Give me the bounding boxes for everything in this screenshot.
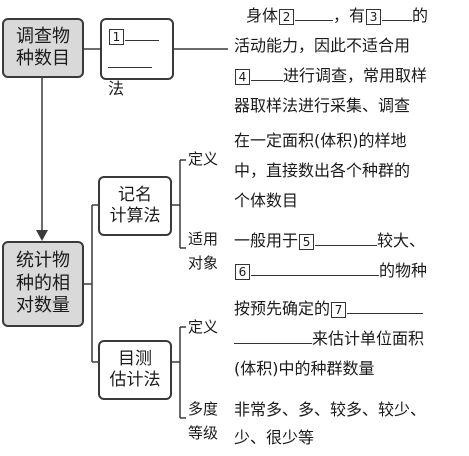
est-def-label: 定义 [188, 318, 219, 336]
stats-box-line1: 统计物 [16, 250, 70, 272]
method-suffix: 法 [108, 79, 125, 98]
est-def-l2: 来估计单位面积 [312, 329, 425, 348]
est-def-line2: 来估计单位面积 [234, 325, 424, 352]
est-def-line3: (体积)中的种群数量 [234, 359, 375, 378]
survey-l1-a: 身体 [246, 6, 279, 25]
est-level-line1: 非常多、多、较多、较少、 [234, 400, 427, 419]
blank-1-line-a [125, 22, 159, 41]
survey-l3-b: 进行调查，常用取样 [283, 66, 428, 85]
survey-text-line2: 活动能力，因此不适合用 [234, 36, 411, 55]
survey-box-line2: 种数目 [16, 48, 70, 69]
count-box-line1: 记名 [118, 184, 152, 205]
survey-text-line3: 4 进行调查，常用取样 [234, 62, 427, 89]
arrow-down-icon [36, 230, 48, 241]
est-level-label2: 等级 [188, 424, 219, 442]
count-use-label2: 对象 [188, 254, 219, 272]
count-use-l2-b: 的物种 [379, 261, 428, 280]
count-method-box: 记名 计算法 [98, 176, 172, 236]
blank-4 [251, 62, 283, 81]
blank-number-4: 4 [235, 68, 250, 85]
survey-l1-b: ，有 [333, 6, 366, 25]
count-def-line2: 中，直接数出各个种群的 [234, 161, 411, 180]
stats-box-line2: 种的相 [16, 272, 70, 294]
count-def-label: 定义 [188, 150, 219, 168]
blank-5 [315, 227, 378, 246]
blank-7-line-a [347, 295, 424, 314]
blank-number-2: 2 [279, 8, 295, 25]
estimate-method-box: 目测 估计法 [98, 340, 172, 400]
method-box: 1 法 [100, 18, 174, 98]
survey-box-line1: 调查物 [16, 25, 70, 47]
est-def-l1-a: 按预先确定的 [234, 299, 331, 318]
blank-7-line-b [234, 325, 312, 344]
survey-species-box: 调查物 种数目 [2, 18, 84, 78]
count-use-line2: 6 的物种 [234, 257, 427, 284]
blank-number-3: 3 [366, 8, 382, 25]
blank-number-1: 1 [109, 28, 124, 45]
stats-box-line3: 对数量 [16, 295, 70, 317]
estimate-box-line2: 估计法 [109, 370, 161, 390]
blank-3 [382, 2, 413, 21]
count-use-l1-a: 一般用于 [234, 231, 299, 250]
blank-number-7: 7 [331, 301, 347, 318]
blank-number-5: 5 [299, 233, 315, 250]
estimate-box-line1: 目测 [118, 348, 152, 369]
count-def-line3: 个体数目 [234, 191, 299, 210]
count-box-line2: 计算法 [109, 206, 161, 226]
blank-number-6: 6 [235, 263, 250, 280]
blank-6 [251, 257, 379, 276]
count-use-label1: 适用 [188, 230, 219, 248]
blank-1-line-b [108, 49, 152, 68]
count-def-line1: 在一定面积(体积)的样地 [234, 131, 407, 150]
est-level-line2: 少、很少等 [234, 428, 315, 447]
blank-2 [295, 2, 334, 21]
stats-species-box: 统计物 种的相 对数量 [2, 241, 84, 327]
survey-text-line4: 器取样法进行采集、调查 [234, 96, 411, 115]
survey-l1-c: 的 [412, 6, 429, 25]
count-use-l1-b: 较大、 [377, 231, 426, 250]
est-level-label1: 多度 [188, 400, 219, 418]
